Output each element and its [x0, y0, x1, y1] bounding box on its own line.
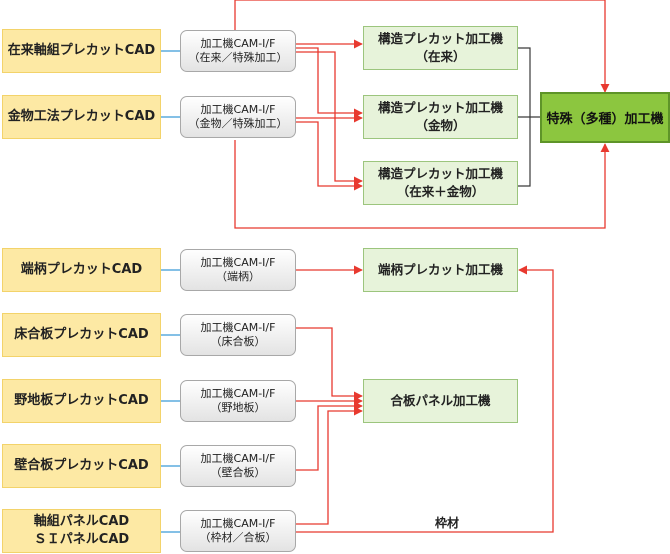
interface-title: 加工機CAM-I/F	[200, 452, 276, 465]
machine-title: 構造プレカット加工機	[377, 31, 503, 46]
cad-label: 野地板プレカットCAD	[14, 393, 149, 408]
interface-title: 加工機CAM-I/F	[200, 256, 276, 269]
machine-structural-both: 構造プレカット加工機 （在来＋金物）	[363, 161, 518, 205]
interface-subtitle: （枠材／合板）	[199, 531, 277, 544]
interface-subtitle: （床合板）	[210, 335, 266, 348]
cad-box-roof-sheathing: 野地板プレカットCAD	[2, 379, 161, 423]
cam-interface-wall-plywood: 加工機CAM-I/F （壁合板）	[180, 445, 296, 487]
cad-box-conventional: 在来軸組プレカットCAD	[2, 29, 161, 73]
interface-title: 加工機CAM-I/F	[200, 387, 276, 400]
cad-label: 床合板プレカットCAD	[14, 327, 149, 342]
cad-box-floor-plywood: 床合板プレカットCAD	[2, 313, 161, 357]
machine-title: 構造プレカット加工機	[377, 166, 503, 181]
cad-label-line2: ＳＩパネルCAD	[33, 532, 130, 547]
cad-box-hagara: 端柄プレカットCAD	[2, 248, 161, 292]
cad-box-panel: 軸組パネルCAD ＳＩパネルCAD	[2, 509, 161, 553]
interface-subtitle: （壁合板）	[210, 466, 266, 479]
interface-subtitle: （在来／特殊加工）	[188, 51, 288, 64]
cad-label-line1: 軸組パネルCAD	[33, 514, 130, 529]
machine-structural-conventional: 構造プレカット加工機 （在来）	[363, 26, 518, 70]
machine-title: 端柄プレカット加工機	[377, 262, 503, 277]
interface-subtitle: （野地板）	[210, 401, 266, 414]
cad-to-interface-links	[161, 50, 180, 533]
machine-structural-hardware: 構造プレカット加工機 （金物）	[363, 95, 518, 139]
cam-interface-floor-plywood: 加工機CAM-I/F （床合板）	[180, 314, 296, 356]
cam-interface-conventional: 加工機CAM-I/F （在来／特殊加工）	[180, 30, 296, 72]
cad-label: 壁合板プレカットCAD	[14, 458, 149, 473]
machine-subtitle: （在来＋金物）	[396, 184, 485, 199]
machine-subtitle: （在来）	[415, 49, 466, 64]
interface-title: 加工機CAM-I/F	[200, 321, 276, 334]
cam-interface-frame-plywood: 加工機CAM-I/F （枠材／合板）	[180, 510, 296, 552]
machine-hagara: 端柄プレカット加工機	[363, 248, 518, 292]
machine-plywood-panel: 合板パネル加工機	[363, 379, 518, 423]
machine-merge-lines	[518, 47, 540, 187]
interface-title: 加工機CAM-I/F	[200, 37, 276, 50]
machine-title: 合板パネル加工機	[390, 393, 491, 408]
interface-subtitle: （端柄）	[216, 270, 260, 283]
cam-interface-roof-sheathing: 加工機CAM-I/F （野地板）	[180, 380, 296, 422]
edge-label-frame-material: 枠材	[435, 516, 460, 530]
cad-label: 金物工法プレカットCAD	[7, 109, 156, 124]
interface-title: 加工機CAM-I/F	[200, 517, 276, 530]
machine-title: 構造プレカット加工機	[377, 100, 503, 115]
cam-interface-hardware: 加工機CAM-I/F （金物／特殊加工）	[180, 96, 296, 138]
cad-label: 端柄プレカットCAD	[20, 262, 143, 277]
machine-special: 特殊（多種）加工機	[540, 92, 670, 143]
cam-interface-hagara: 加工機CAM-I/F （端柄）	[180, 249, 296, 291]
interface-subtitle: （金物／特殊加工）	[188, 117, 288, 130]
machine-title: 特殊（多種）加工機	[546, 112, 664, 127]
cad-box-hardware: 金物工法プレカットCAD	[2, 95, 161, 139]
cad-box-wall-plywood: 壁合板プレカットCAD	[2, 444, 161, 488]
interface-to-machine-arrows	[234, 0, 610, 533]
interface-title: 加工機CAM-I/F	[200, 103, 276, 116]
machine-subtitle: （金物）	[415, 118, 466, 133]
cad-label: 在来軸組プレカットCAD	[7, 43, 156, 58]
